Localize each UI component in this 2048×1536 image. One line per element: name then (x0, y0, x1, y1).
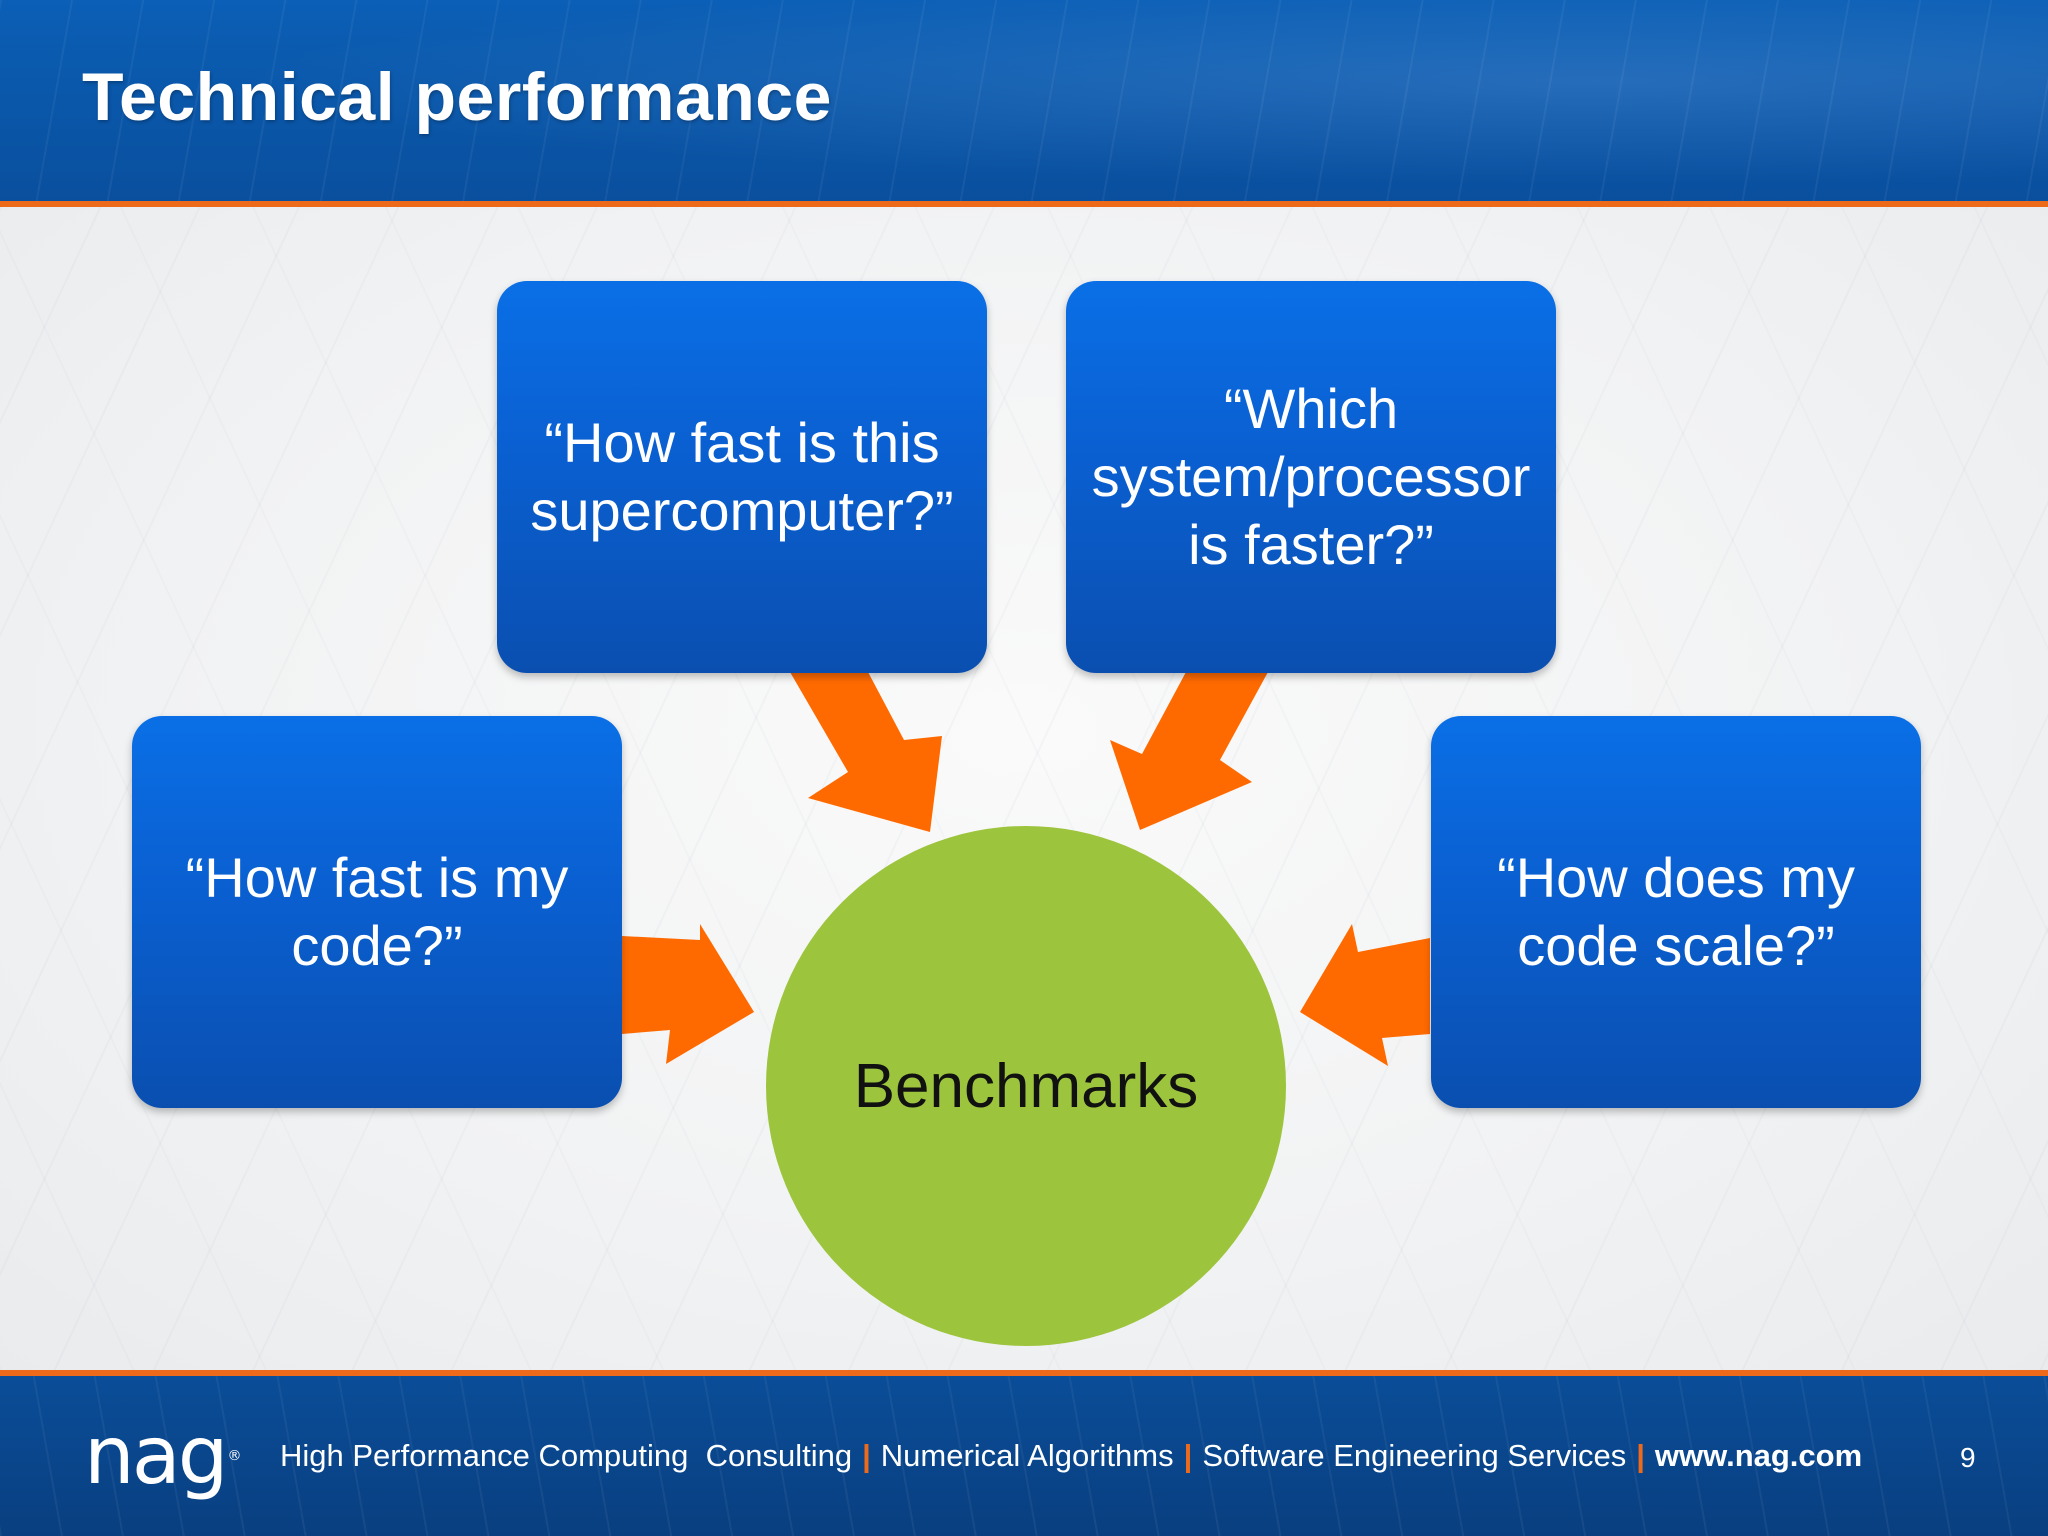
arrow-top-right (1110, 672, 1268, 830)
arrow-left (622, 924, 754, 1064)
question-box-my-code: “How fast is my code?” (132, 716, 622, 1108)
question-box-system-processor: “Which system/processor is faster?” (1066, 281, 1556, 673)
question-box-my-code-text: “How fast is my code?” (185, 846, 569, 977)
footer-separator: | (862, 1438, 871, 1473)
question-box-system-processor-text: “Which system/processor is faster?” (1091, 377, 1531, 576)
slide-title: Technical performance (82, 59, 832, 135)
header-divider (0, 201, 2048, 207)
nag-logo: nag® (84, 1416, 242, 1496)
footer-separator: | (1183, 1438, 1193, 1473)
nag-logo-text: nag (84, 1409, 229, 1502)
footer-item-software: Software Engineering Services (1202, 1438, 1627, 1473)
footer-divider (0, 1370, 2048, 1376)
question-box-code-scale-text: “How does my code scale?” (1497, 846, 1855, 977)
slide-footer: nag® High Performance Computing Consulti… (0, 1376, 2048, 1536)
arrow-top-left (790, 672, 942, 832)
footer-item-hpc: High Performance Computing Consulting (280, 1438, 853, 1473)
footer-background-texture (0, 1376, 2048, 1536)
benchmarks-circle: Benchmarks (766, 826, 1286, 1346)
footer-separator: | (1636, 1438, 1645, 1473)
footer-item-numerical: Numerical Algorithms (880, 1438, 1174, 1473)
slide-header: Technical performance (0, 0, 2048, 202)
header-background-texture (0, 0, 2048, 202)
registered-mark: ® (227, 1448, 242, 1464)
benchmarks-label: Benchmarks (853, 1051, 1199, 1121)
footer-tagline: High Performance Computing Consulting | Nu… (280, 1438, 1862, 1474)
page-number: 9 (1960, 1442, 1976, 1473)
question-box-code-scale: “How does my code scale?” (1431, 716, 1921, 1108)
arrow-right (1300, 924, 1430, 1066)
footer-website-link[interactable]: www.nag.com (1654, 1438, 1863, 1473)
question-box-supercomputer: “How fast is this supercomputer?” (497, 281, 987, 673)
question-box-supercomputer-text: “How fast is this supercomputer?” (530, 411, 954, 542)
